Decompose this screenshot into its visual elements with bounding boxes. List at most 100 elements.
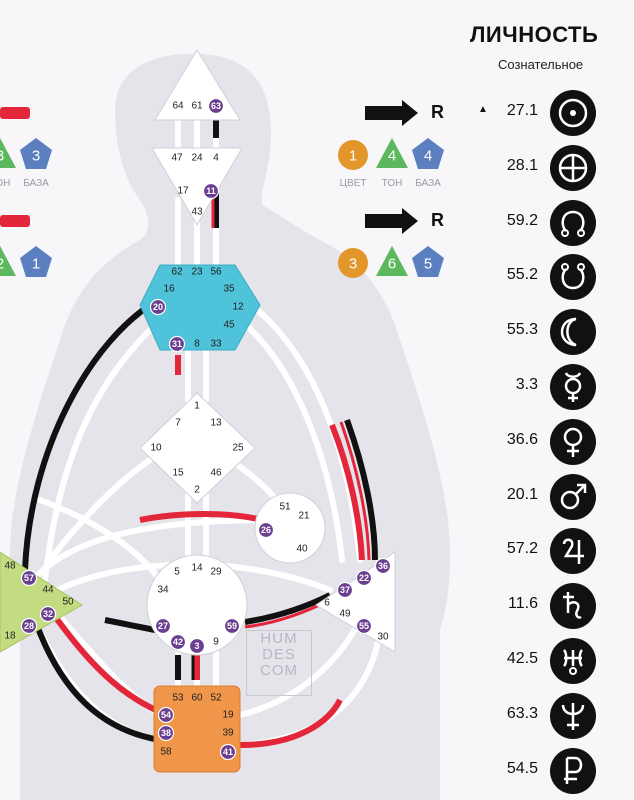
gate-11[interactable]: 11 — [206, 186, 216, 196]
gate-21[interactable]: 21 — [298, 511, 310, 522]
sacral-center[interactable] — [146, 554, 248, 656]
gate-51[interactable]: 51 — [279, 502, 291, 513]
moon-icon[interactable] — [550, 309, 596, 356]
gate-58[interactable]: 58 — [160, 747, 172, 758]
gate-50[interactable]: 50 — [62, 597, 74, 608]
gate-24[interactable]: 24 — [191, 153, 203, 164]
gate-55[interactable]: 55 — [359, 621, 369, 631]
gate-63[interactable]: 63 — [211, 101, 221, 111]
g-center[interactable] — [139, 392, 256, 504]
planet-row[interactable]: 20.1 — [470, 473, 634, 520]
gate-23[interactable]: 23 — [191, 267, 203, 278]
gate-33[interactable]: 33 — [210, 339, 222, 350]
gate-49[interactable]: 49 — [339, 609, 351, 620]
sun-icon[interactable] — [550, 90, 596, 136]
gate-53[interactable]: 53 — [172, 693, 184, 704]
saturn-icon[interactable] — [550, 583, 596, 630]
gate-36[interactable]: 36 — [378, 561, 388, 571]
gate-30[interactable]: 30 — [377, 632, 389, 643]
gate-62[interactable]: 62 — [171, 267, 183, 278]
planet-row[interactable]: 42.5 — [470, 638, 634, 684]
planet-row[interactable]: 59.2 — [470, 199, 634, 246]
planet-row[interactable]: 54.5 — [470, 747, 634, 794]
gate-29[interactable]: 29 — [210, 567, 222, 578]
gate-39[interactable]: 39 — [222, 728, 234, 739]
mars-icon[interactable] — [550, 473, 596, 520]
gate-57[interactable]: 57 — [24, 573, 34, 583]
mercury-icon[interactable] — [550, 364, 596, 410]
planet-row[interactable]: 57.2 — [470, 528, 634, 575]
spleen-center[interactable] — [0, 551, 83, 653]
gate-8[interactable]: 8 — [194, 339, 200, 350]
gate-5[interactable]: 5 — [174, 567, 180, 578]
gate-48[interactable]: 48 — [4, 561, 16, 572]
gate-35[interactable]: 35 — [223, 284, 235, 295]
planet-row[interactable]: ▲27.1 — [470, 90, 634, 136]
gate-41[interactable]: 41 — [223, 747, 233, 757]
throat-center[interactable] — [139, 264, 261, 351]
gate-9[interactable]: 9 — [213, 637, 219, 648]
gate-13[interactable]: 13 — [210, 418, 222, 429]
earth-icon[interactable] — [550, 144, 596, 191]
north-node-icon[interactable] — [550, 199, 596, 246]
gate-1[interactable]: 1 — [194, 401, 200, 412]
planet-row[interactable]: 55.3 — [470, 309, 634, 356]
solar-plexus-center[interactable] — [315, 551, 396, 653]
planet-row[interactable]: 28.1 — [470, 144, 634, 191]
gate-active-marker — [20, 617, 38, 635]
planet-row[interactable]: 55.2 — [470, 254, 634, 301]
gate-32[interactable]: 32 — [43, 609, 53, 619]
gate-59[interactable]: 59 — [227, 621, 237, 631]
gate-52[interactable]: 52 — [210, 693, 222, 704]
gate-4[interactable]: 4 — [213, 153, 219, 164]
gate-3[interactable]: 3 — [194, 641, 199, 651]
gate-10[interactable]: 10 — [150, 443, 162, 454]
gate-12[interactable]: 12 — [232, 302, 244, 313]
gate-43[interactable]: 43 — [191, 207, 203, 218]
pluto-icon[interactable] — [550, 747, 596, 794]
gate-60[interactable]: 60 — [191, 693, 203, 704]
ajna-center[interactable] — [151, 147, 243, 226]
gate-6[interactable]: 6 — [324, 598, 330, 609]
variables-left — [0, 107, 30, 227]
gate-34[interactable]: 34 — [157, 585, 169, 596]
gate-7[interactable]: 7 — [175, 418, 181, 429]
heart-center[interactable] — [254, 492, 326, 564]
gate-16[interactable]: 16 — [163, 284, 175, 295]
gate-28[interactable]: 28 — [24, 621, 34, 631]
gate-40[interactable]: 40 — [296, 544, 308, 555]
gate-44[interactable]: 44 — [42, 585, 54, 596]
planet-row[interactable]: 63.3 — [470, 692, 634, 739]
gate-27[interactable]: 27 — [158, 621, 168, 631]
venus-icon[interactable] — [550, 418, 596, 465]
planet-row[interactable]: 36.6 — [470, 418, 634, 465]
gate-56[interactable]: 56 — [210, 267, 222, 278]
gate-25[interactable]: 25 — [232, 443, 244, 454]
gate-38[interactable]: 38 — [161, 728, 171, 738]
gate-54[interactable]: 54 — [161, 710, 171, 720]
gate-18[interactable]: 18 — [4, 631, 16, 642]
gate-61[interactable]: 61 — [191, 101, 203, 112]
gate-20[interactable]: 20 — [153, 302, 163, 312]
planet-row[interactable]: 11.6 — [470, 583, 634, 630]
root-center[interactable] — [153, 685, 241, 773]
planet-row[interactable]: 3.3 — [470, 364, 634, 410]
gate-17[interactable]: 17 — [177, 186, 189, 197]
jupiter-icon[interactable] — [550, 528, 596, 575]
gate-45[interactable]: 45 — [223, 320, 235, 331]
gate-42[interactable]: 42 — [173, 637, 183, 647]
gate-31[interactable]: 31 — [172, 339, 182, 349]
uranus-icon[interactable] — [550, 638, 596, 684]
gate-46[interactable]: 46 — [210, 468, 222, 479]
gate-14[interactable]: 14 — [191, 563, 203, 574]
gate-26[interactable]: 26 — [261, 525, 271, 535]
gate-37[interactable]: 37 — [340, 585, 350, 595]
gate-64[interactable]: 64 — [172, 101, 184, 112]
gate-15[interactable]: 15 — [172, 468, 184, 479]
neptune-icon[interactable] — [550, 692, 596, 739]
gate-19[interactable]: 19 — [222, 710, 234, 721]
gate-47[interactable]: 47 — [171, 153, 183, 164]
gate-22[interactable]: 22 — [359, 573, 369, 583]
gate-2[interactable]: 2 — [194, 485, 200, 496]
south-node-icon[interactable] — [550, 254, 596, 301]
